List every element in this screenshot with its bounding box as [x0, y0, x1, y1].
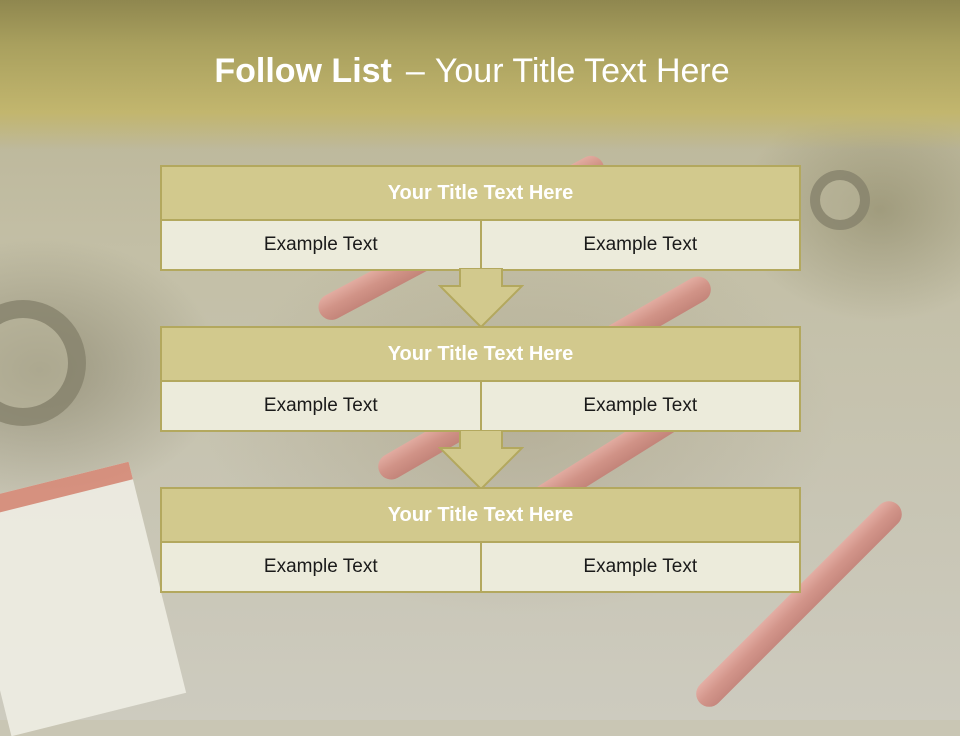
page-title: Follow List–Your Title Text Here — [0, 52, 944, 91]
block-cell-left: Example Text — [160, 382, 482, 432]
title-dash: – — [405, 52, 425, 90]
block-heading: Your Title Text Here — [160, 165, 801, 221]
down-arrow-icon — [438, 268, 524, 328]
title-bold-part: Follow List — [214, 52, 392, 90]
list-block-1: Your Title Text Here Example Text Exampl… — [160, 165, 801, 271]
block-cell-left: Example Text — [160, 221, 482, 271]
title-band — [0, 0, 960, 150]
block-row: Example Text Example Text — [160, 221, 801, 271]
background-card — [0, 461, 187, 736]
block-cell-right: Example Text — [481, 221, 801, 271]
block-row: Example Text Example Text — [160, 382, 801, 432]
block-cell-right: Example Text — [481, 382, 801, 432]
block-cell-left: Example Text — [160, 543, 482, 593]
block-row: Example Text Example Text — [160, 543, 801, 593]
down-arrow-icon — [438, 430, 524, 490]
list-block-2: Your Title Text Here Example Text Exampl… — [160, 326, 801, 432]
block-heading: Your Title Text Here — [160, 326, 801, 382]
background-ring — [0, 300, 86, 426]
list-block-3: Your Title Text Here Example Text Exampl… — [160, 487, 801, 593]
block-heading: Your Title Text Here — [160, 487, 801, 543]
background-ring — [810, 170, 870, 230]
title-rest-part: Your Title Text Here — [434, 52, 730, 90]
block-cell-right: Example Text — [481, 543, 801, 593]
